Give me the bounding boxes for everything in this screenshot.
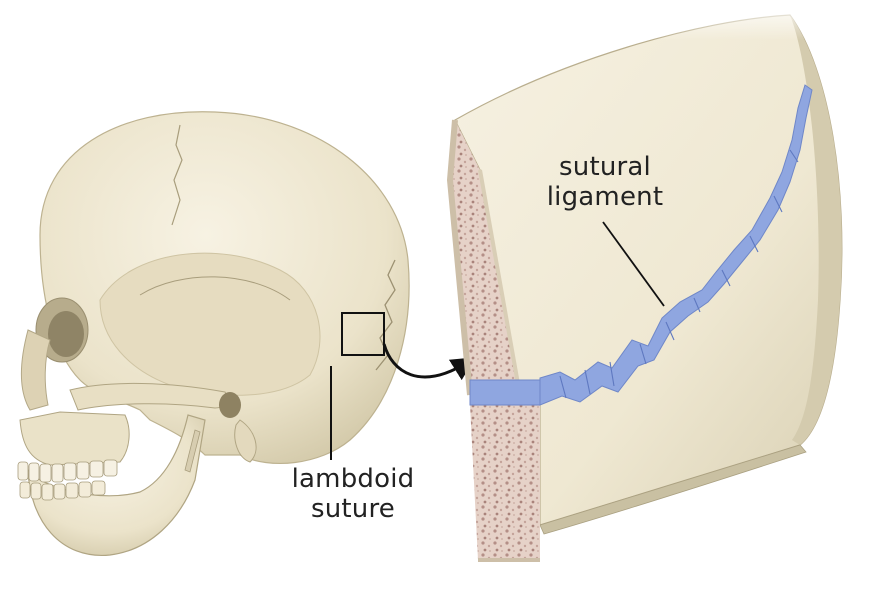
sutural-leader-line [602, 221, 665, 307]
maxilla [19, 411, 130, 466]
sutural-ligament-band [539, 84, 813, 406]
lambdoid-label-line1: lambdoid [291, 464, 415, 494]
lambdoid-suture-label: lambdoid suture [283, 464, 423, 524]
ear-canal [219, 392, 241, 418]
ligament-fibers [559, 149, 799, 399]
sutural-label-line1: sutural [559, 152, 651, 182]
skull [17, 111, 410, 556]
mastoid [234, 419, 257, 463]
lambdoid-label-line2: suture [310, 494, 395, 524]
diploe-upper [450, 120, 520, 395]
upper-teeth [17, 459, 118, 483]
sutural-label-line2: ligament [546, 182, 664, 212]
zoomed-bone-section [430, 0, 875, 562]
ligament-cut-face [469, 379, 541, 406]
lower-teeth [19, 480, 106, 501]
mandible [27, 414, 206, 556]
styloid-process [184, 429, 201, 473]
temporal-region [99, 252, 321, 396]
bone-edge [790, 15, 842, 445]
diploe-lower [470, 405, 540, 560]
bone-bevel [539, 444, 807, 535]
zoom-arrow [382, 343, 476, 381]
nasal-bone [21, 329, 51, 411]
coronal-suture [171, 124, 183, 226]
squamosal-suture [139, 276, 291, 301]
sutural-ligament-label: sutural ligament [540, 152, 670, 212]
zoom-box [341, 312, 385, 356]
